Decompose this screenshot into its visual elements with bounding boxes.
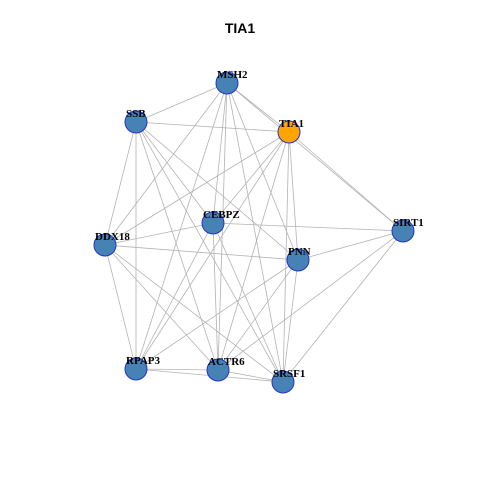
edge-ssb-pnn xyxy=(135,121,299,261)
edge-tia1-srsf1 xyxy=(282,131,290,383)
node-circle-sirt1[interactable] xyxy=(391,219,415,243)
node-label-rpap3: RPAP3 xyxy=(126,355,161,367)
node-circle-pnn[interactable] xyxy=(286,248,310,272)
edge-sirt1-pnn xyxy=(297,230,404,261)
edge-tia1-actr6 xyxy=(217,131,290,371)
edge-msh2-sirt1 xyxy=(226,82,404,232)
edge-layer xyxy=(104,82,404,383)
edge-rpap3-actr6 xyxy=(135,368,219,371)
node-circle-ddx18[interactable] xyxy=(93,233,117,257)
node-circle-cebpz[interactable] xyxy=(201,211,225,235)
edge-msh2-srsf1 xyxy=(226,82,284,383)
edge-tia1-rpap3 xyxy=(135,131,290,370)
edge-pnn-rpap3 xyxy=(135,259,299,370)
edge-ssb-srsf1 xyxy=(135,121,284,383)
edge-ddx18-srsf1 xyxy=(104,244,284,383)
node-label-ssb: SSB xyxy=(126,108,146,120)
edge-cebpz-ddx18 xyxy=(104,222,214,246)
edge-cebpz-rpap3 xyxy=(135,222,214,370)
edge-ssb-actr6 xyxy=(135,121,219,371)
edge-msh2-ddx18 xyxy=(104,82,228,246)
node-rpap3[interactable]: RPAP3 xyxy=(124,355,161,381)
node-ssb[interactable]: SSB xyxy=(124,108,148,134)
node-label-pnn: PNN xyxy=(288,246,311,258)
node-label-srsf1: SRSF1 xyxy=(273,368,305,380)
node-circle-tia1[interactable] xyxy=(277,120,301,144)
edge-cebpz-srsf1 xyxy=(212,222,284,383)
edge-msh2-tia1 xyxy=(226,82,290,133)
graph-title: TIA1 xyxy=(224,20,256,36)
edge-tia1-pnn xyxy=(288,131,299,261)
node-actr6[interactable]: ACTR6 xyxy=(206,356,245,382)
node-circle-msh2[interactable] xyxy=(215,71,239,95)
edge-msh2-pnn xyxy=(226,82,299,261)
node-circle-srsf1[interactable] xyxy=(271,370,295,394)
edge-msh2-ssb xyxy=(135,82,228,123)
edge-ssb-tia1 xyxy=(135,121,290,133)
node-label-cebpz: CEBPZ xyxy=(203,209,240,221)
node-label-tia1: TIA1 xyxy=(279,118,304,130)
node-tia1[interactable]: TIA1 xyxy=(277,118,304,144)
edge-msh2-cebpz xyxy=(212,82,228,224)
node-label-msh2: MSH2 xyxy=(217,69,248,81)
edge-ddx18-rpap3 xyxy=(104,244,137,370)
edge-tia1-cebpz xyxy=(212,131,290,224)
node-label-ddx18: DDX18 xyxy=(95,231,130,243)
node-label-actr6: ACTR6 xyxy=(208,356,245,368)
edge-pnn-actr6 xyxy=(217,259,299,371)
edge-ddx18-actr6 xyxy=(104,244,219,371)
edge-msh2-rpap3 xyxy=(135,82,228,370)
edge-tia1-sirt1 xyxy=(288,131,404,232)
node-msh2[interactable]: MSH2 xyxy=(215,69,248,95)
node-srsf1[interactable]: SRSF1 xyxy=(271,368,305,394)
node-ddx18[interactable]: DDX18 xyxy=(93,231,130,257)
edge-pnn-srsf1 xyxy=(282,259,299,383)
node-cebpz[interactable]: CEBPZ xyxy=(201,209,240,235)
node-pnn[interactable]: PNN xyxy=(286,246,311,272)
edge-ssb-ddx18 xyxy=(104,121,137,246)
edge-ssb-cebpz xyxy=(135,121,214,224)
node-label-sirt1: SIRT1 xyxy=(393,217,424,229)
node-circle-ssb[interactable] xyxy=(124,110,148,134)
node-circle-actr6[interactable] xyxy=(206,358,230,382)
edge-cebpz-actr6 xyxy=(212,222,219,371)
edge-sirt1-actr6 xyxy=(217,230,404,371)
edge-ddx18-pnn xyxy=(104,244,299,261)
node-circle-rpap3[interactable] xyxy=(124,357,148,381)
node-sirt1[interactable]: SIRT1 xyxy=(391,217,424,243)
edge-cebpz-sirt1 xyxy=(212,222,404,232)
edge-sirt1-srsf1 xyxy=(282,230,404,383)
edge-tia1-ddx18 xyxy=(104,131,290,246)
